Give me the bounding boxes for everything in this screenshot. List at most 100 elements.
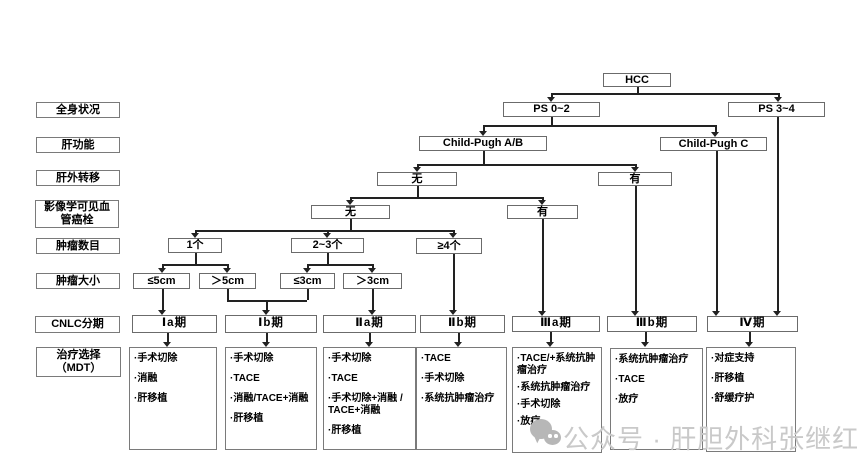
treatment-item: ·舒缓疗护 [711,393,755,404]
treatment-item: ·TACE/+系统抗肿瘤治疗 [517,353,596,376]
row-label-cnlc-stage: CNLC分期 [35,316,120,333]
arrowhead [368,268,376,273]
arrowhead [158,268,166,273]
connector-line [266,333,268,342]
arrowhead [547,97,555,102]
connector-line [453,230,455,234]
arrowhead [303,268,311,273]
connector-line [369,333,371,342]
connector-line [327,230,329,234]
arrowhead [773,311,781,316]
connector-line [162,289,164,311]
node-size-le3cm: ≤3cm [280,273,335,289]
treatment-box-1b: ·手术切除 ·TACE ·消融/TACE+消融 ·肝移植 [225,347,317,450]
stage-3a: Ⅲa期 [512,316,600,332]
treatment-label-line1: 治疗选择 [56,349,101,362]
node-tumor-number-ge4: ≥4个 [416,238,482,254]
arrowhead [712,311,720,316]
connector-line [167,333,169,342]
connector-line [551,117,553,125]
arrowhead [538,311,546,316]
watermark-text: 公众号 · 肝胆外科张继红 [563,424,860,454]
arrowhead [262,342,270,347]
connector-line [162,264,227,266]
connector-line [350,197,542,199]
arrowhead [223,268,231,273]
connector-line [550,332,552,342]
treatment-item: ·手术切除 [421,373,465,384]
treatment-box-3b: ·系统抗肿瘤治疗 ·TACE ·放疗 [610,348,703,450]
connector-line [483,125,715,127]
wechat-icon [530,419,564,449]
treatment-item: ·系统抗肿瘤治疗 [615,354,689,365]
connector-line [716,151,718,312]
treatment-box-4: ·对症支持 ·肝移植 ·舒缓疗护 [706,347,796,452]
treatment-item: ·放疗 [517,416,541,427]
treatment-item: ·手术切除 [328,353,372,364]
connector-line [372,289,374,311]
connector-line [307,289,309,300]
row-label-treatment-mdt: 治疗选择 （MDT） [36,347,121,377]
connector-line [417,164,635,166]
arrowhead [158,310,166,315]
node-size-le5cm: ≤5cm [133,273,190,289]
node-tumor-number-1: 1个 [168,238,222,253]
connector-line [635,164,637,168]
connector-line [350,219,352,230]
arrowhead [449,233,457,238]
row-label-general-status: 全身状况 [36,102,120,118]
connector-line [645,332,647,342]
arrowhead [449,310,457,315]
connector-line [542,197,544,201]
treatment-box-2a: ·手术切除 ·TACE ·手术切除+消融 / TACE+消融 ·肝移植 [323,347,416,450]
connector-line [453,254,455,311]
connector-line [307,264,309,269]
arrowhead [191,233,199,238]
arrowhead [454,342,462,347]
connector-line [227,264,229,269]
arrowhead [546,342,554,347]
arrowhead [631,311,639,316]
arrowhead [365,342,373,347]
stage-2b: Ⅱb期 [420,315,505,333]
connector-line [777,117,779,312]
arrowhead [163,342,171,347]
stage-1b: Ⅰb期 [225,315,317,333]
arrowhead [711,132,719,137]
arrowhead [745,342,753,347]
node-size-gt3cm: ＞3cm [343,273,402,289]
treatment-label-line2: （MDT） [55,362,102,374]
row-label-vascular-invasion: 影像学可见血管癌栓 [35,200,119,228]
connector-line [195,230,453,232]
connector-line [195,253,197,264]
treatment-item: ·肝移植 [328,425,362,436]
arrowhead [368,310,376,315]
treatment-item: ·消融/TACE+消融 [230,393,309,404]
treatment-item: ·系统抗肿瘤治疗 [517,382,591,393]
row-label-tumor-size: 肿瘤大小 [36,273,120,289]
stage-3b: Ⅲb期 [607,316,697,332]
node-child-pugh-ab: Child-Pugh A/B [419,136,547,151]
connector-line [195,230,197,234]
treatment-item: ·系统抗肿瘤治疗 [421,393,495,404]
treatment-item: ·手术切除 [230,353,274,364]
node-thrombus-yes: 有 [507,205,578,219]
connector-line [635,186,637,312]
node-ps-3-4: PS 3~4 [728,102,825,117]
arrowhead [479,131,487,136]
node-ps-0-2: PS 0~2 [503,102,600,117]
connector-line [417,164,419,168]
arrowhead [323,233,331,238]
connector-line [483,125,485,132]
stage-2a: Ⅱa期 [323,315,416,333]
node-hcc: HCC [603,73,671,87]
stage-1a: Ⅰa期 [132,315,217,333]
connector-line [327,253,329,264]
connector-line [749,332,751,342]
node-metastasis-no: 无 [377,172,457,186]
row-label-liver-function: 肝功能 [36,137,120,153]
connector-line [417,186,419,197]
connector-line [266,300,268,311]
arrowhead [631,167,639,172]
